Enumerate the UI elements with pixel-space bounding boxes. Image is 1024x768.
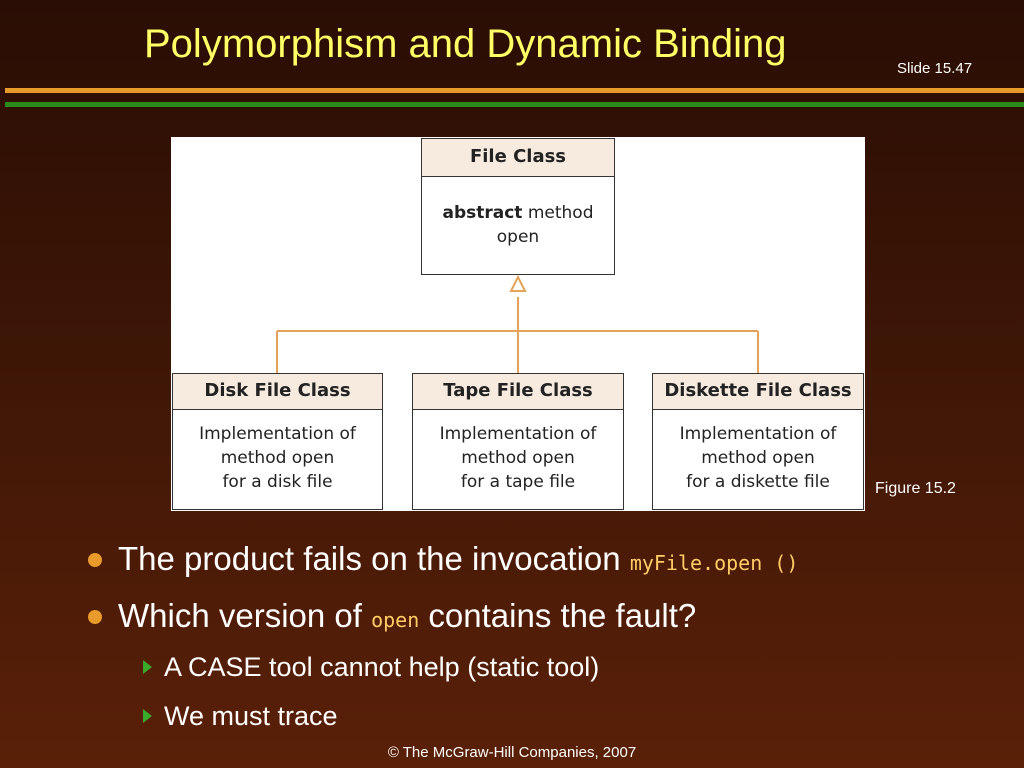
class-diagram: File Class abstract method open Disk Fil… bbox=[171, 137, 865, 511]
file-class-body: abstract method open bbox=[422, 177, 614, 249]
bullet-text: Which version of open contains the fault… bbox=[118, 597, 696, 635]
bullet-code: open bbox=[371, 608, 420, 632]
slide-title: Polymorphism and Dynamic Binding bbox=[144, 22, 787, 66]
method-word: method bbox=[522, 203, 594, 223]
disk-file-class-body: Implementation of method open for a disk… bbox=[173, 410, 382, 494]
sub-bullet-text: We must trace bbox=[164, 701, 338, 731]
triangle-bullet-icon bbox=[143, 660, 152, 674]
bullet-dot-icon bbox=[88, 610, 102, 624]
inheritance-connectors bbox=[276, 274, 759, 373]
diskette-file-class-header: Diskette File Class bbox=[653, 374, 863, 410]
tape-file-class-body: Implementation of method open for a tape… bbox=[413, 410, 623, 494]
diskette-file-class-box: Diskette File Class Implementation of me… bbox=[652, 373, 864, 510]
bullet-text: The product fails on the invocation myFi… bbox=[118, 540, 798, 578]
body-line: for a diskette file bbox=[686, 472, 830, 492]
bullet-dot-icon bbox=[88, 553, 102, 567]
body-line: for a tape file bbox=[460, 472, 576, 492]
disk-file-class-header: Disk File Class bbox=[173, 374, 382, 410]
body-line: method open bbox=[701, 448, 815, 468]
bullet-text-plain: Which version of bbox=[118, 597, 372, 634]
method-name: open bbox=[496, 227, 540, 247]
body-line: method open bbox=[461, 448, 575, 468]
body-line: for a disk file bbox=[222, 472, 333, 492]
divider-green bbox=[5, 102, 1024, 107]
body-line: Implementation of bbox=[439, 424, 597, 444]
sub-bullet-text: A CASE tool cannot help (static tool) bbox=[164, 652, 600, 682]
diskette-file-class-body: Implementation of method open for a disk… bbox=[653, 410, 863, 494]
bullet-text-plain: The product fails on the invocation bbox=[118, 540, 630, 577]
body-line: Implementation of bbox=[679, 424, 837, 444]
bullet-text-after: contains the fault? bbox=[419, 597, 697, 634]
triangle-bullet-icon bbox=[143, 709, 152, 723]
body-line: Implementation of bbox=[199, 424, 356, 444]
copyright-footer: © The McGraw-Hill Companies, 2007 bbox=[387, 744, 637, 761]
abstract-keyword: abstract bbox=[442, 203, 523, 223]
inheritance-arrowhead bbox=[509, 274, 527, 292]
divider-orange bbox=[5, 88, 1024, 93]
tape-file-class-header: Tape File Class bbox=[413, 374, 623, 410]
tape-file-class-box: Tape File Class Implementation of method… bbox=[412, 373, 624, 510]
file-class-header: File Class bbox=[422, 139, 614, 177]
slide-number: Slide 15.47 bbox=[897, 60, 973, 77]
figure-caption: Figure 15.2 bbox=[875, 480, 956, 497]
body-line: method open bbox=[220, 448, 335, 468]
bullet-code: myFile.open () bbox=[629, 551, 799, 575]
disk-file-class-box: Disk File Class Implementation of method… bbox=[172, 373, 383, 510]
file-class-box: File Class abstract method open bbox=[421, 138, 615, 275]
